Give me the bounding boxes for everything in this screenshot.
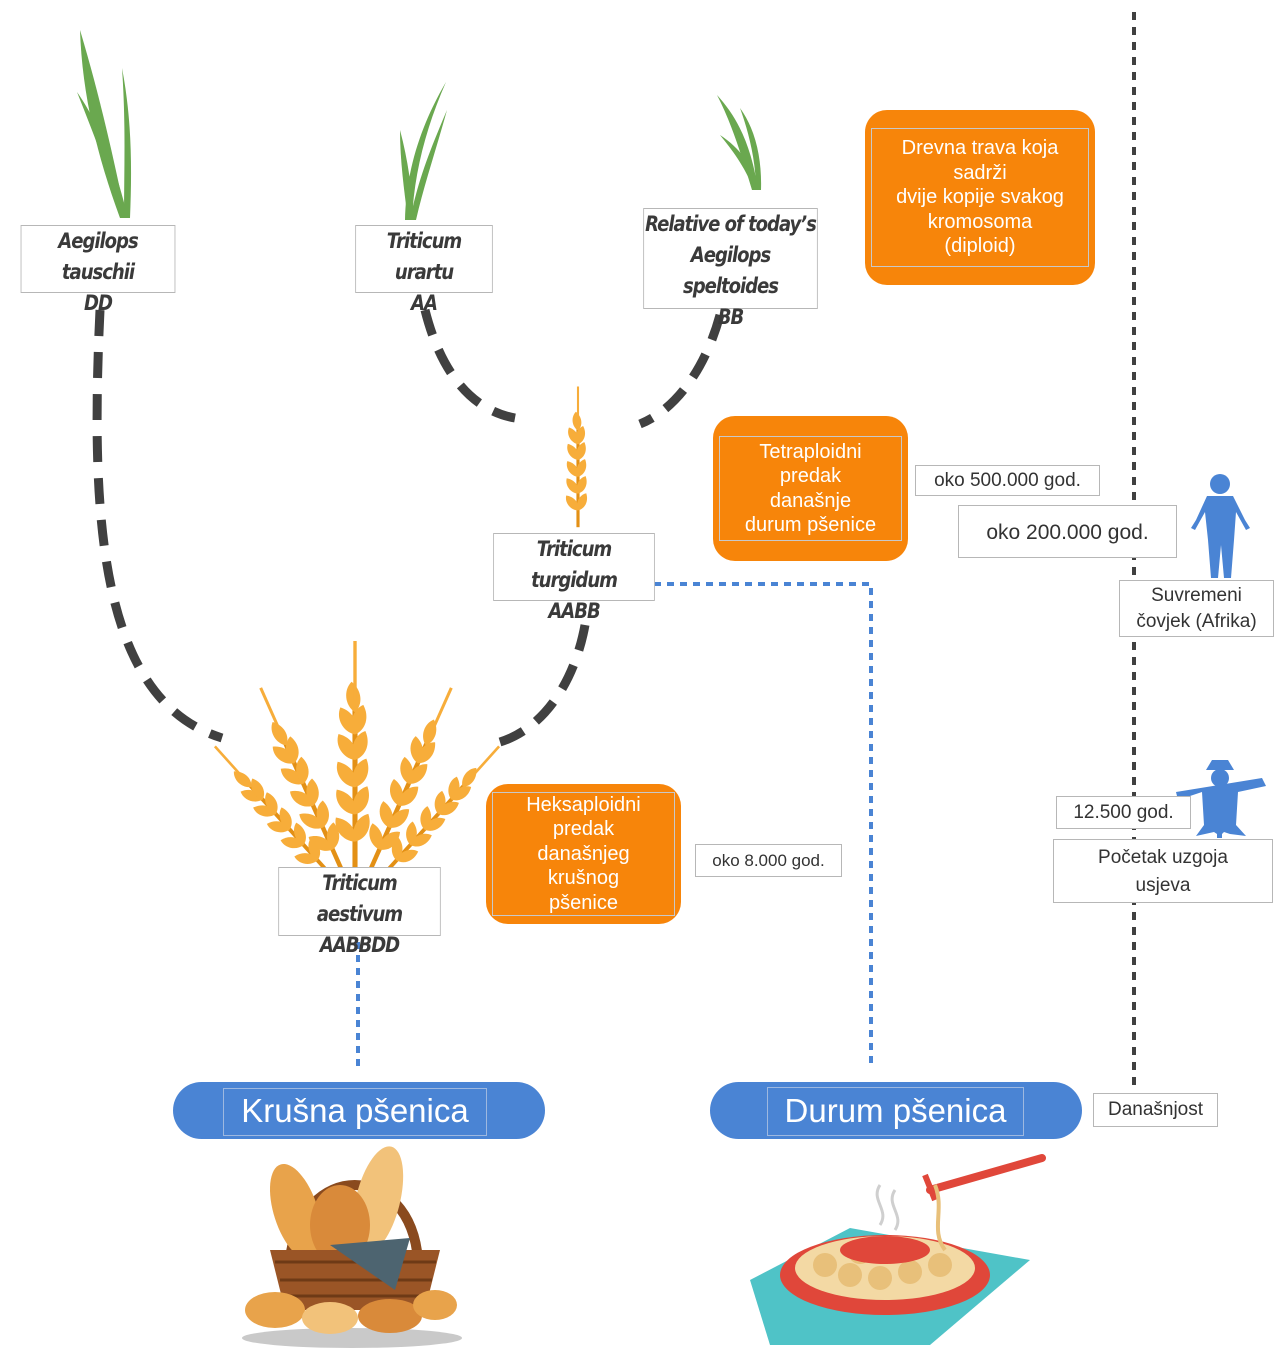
link-turgidum-durum <box>628 582 873 1064</box>
wheat-ear-icon <box>563 387 591 528</box>
time-200k-label: oko 200.000 god. <box>958 505 1177 558</box>
species-aestivum-name: Triticum aestivum <box>316 871 403 926</box>
species-tauschii-name: Aegilops tauschii <box>58 229 138 284</box>
note-hexaploid-line3: današnjeg <box>537 842 630 865</box>
note-tetraploid-line4: durum pšenice <box>744 514 877 536</box>
note-diploid-line2: sadrži <box>953 161 1007 184</box>
species-speltoides-line2: Aegilops speltoides <box>683 243 779 298</box>
time-8k-label: oko 8.000 god. <box>695 844 842 877</box>
species-speltoides-genome: BB <box>717 305 745 329</box>
link-urartu-turgidum <box>420 308 516 423</box>
wheat-bundle-icon <box>201 641 510 888</box>
note-diploid-line1: Drevna trava koja <box>901 137 1059 160</box>
species-urartu: Triticum urartu AA <box>355 225 493 315</box>
human-icon <box>1191 474 1250 578</box>
species-urartu-genome: AA <box>411 291 438 315</box>
note-diploid-line5: (diploid) <box>944 235 1016 258</box>
grass-urartu-icon <box>400 82 447 220</box>
species-speltoides: Relative of today’s Aegilops speltoides … <box>643 208 818 329</box>
note-hexaploid: Heksaploidni predak današnjeg krušnog pš… <box>486 784 681 924</box>
crops-label: Početak uzgoja usjeva <box>1053 839 1273 903</box>
durum-wheat-pill: Durum pšenica <box>710 1082 1082 1139</box>
link-speltoides-turgidum <box>638 313 725 429</box>
bread-wheat-label: Krušna pšenica <box>223 1088 487 1136</box>
note-diploid-line4: kromosoma <box>927 210 1033 233</box>
durum-wheat-label: Durum pšenica <box>767 1087 1024 1136</box>
ancestry-links <box>92 308 725 747</box>
crops-label-line2: usjeva <box>1135 875 1191 896</box>
note-hexaploid-line5: pšenice <box>549 891 618 914</box>
note-diploid: Drevna trava koja sadrži dvije kopije sv… <box>865 110 1095 285</box>
note-tetraploid-line2: predak <box>779 465 842 487</box>
note-hexaploid-line1: Heksaploidni <box>526 793 641 816</box>
note-tetraploid-line3: današnje <box>769 489 852 512</box>
bread-basket-icon <box>242 1146 462 1348</box>
note-tetraploid-line1: Tetraploidni <box>759 440 862 463</box>
time-500k-label: oko 500.000 god. <box>915 465 1100 496</box>
human-label-line1: Suvremeni <box>1151 585 1242 606</box>
crops-label-line1: Početak uzgoja <box>1098 847 1228 868</box>
species-turgidum-name: Triticum turgidum <box>531 537 618 592</box>
note-tetraploid: Tetraploidni predak današnje durum pšeni… <box>713 416 908 561</box>
species-tauschii: Aegilops tauschii DD <box>20 225 176 315</box>
product-links <box>356 582 873 1068</box>
link-turgidum-aestivum <box>498 624 590 747</box>
species-speltoides-line1: Relative of today’s <box>645 212 817 236</box>
note-diploid-line3: dvije kopije svakog <box>896 186 1064 209</box>
today-label: Današnjost <box>1093 1093 1218 1127</box>
grass-tauschii-icon <box>77 30 132 218</box>
species-aestivum-genome: AABBDD <box>319 933 400 957</box>
time-12k-label: 12.500 god. <box>1056 796 1191 829</box>
species-tauschii-genome: DD <box>84 291 113 315</box>
scarecrow-icon <box>1176 760 1266 838</box>
species-urartu-name: Triticum urartu <box>386 229 462 284</box>
human-label-line2: čovjek (Afrika) <box>1136 611 1257 632</box>
pasta-plate-icon <box>750 1154 1046 1345</box>
species-turgidum: Triticum turgidum AABB <box>493 533 655 623</box>
species-aestivum: Triticum aestivum AABBDD <box>278 867 441 957</box>
species-turgidum-genome: AABB <box>548 599 600 623</box>
human-label: Suvremeni čovjek (Afrika) <box>1119 580 1274 637</box>
link-tauschii-aestivum <box>92 309 224 743</box>
note-hexaploid-line4: krušnog <box>547 867 620 890</box>
grass-speltoides-icon <box>717 95 762 190</box>
bread-wheat-pill: Krušna pšenica <box>173 1082 545 1139</box>
note-hexaploid-line2: predak <box>552 818 615 841</box>
